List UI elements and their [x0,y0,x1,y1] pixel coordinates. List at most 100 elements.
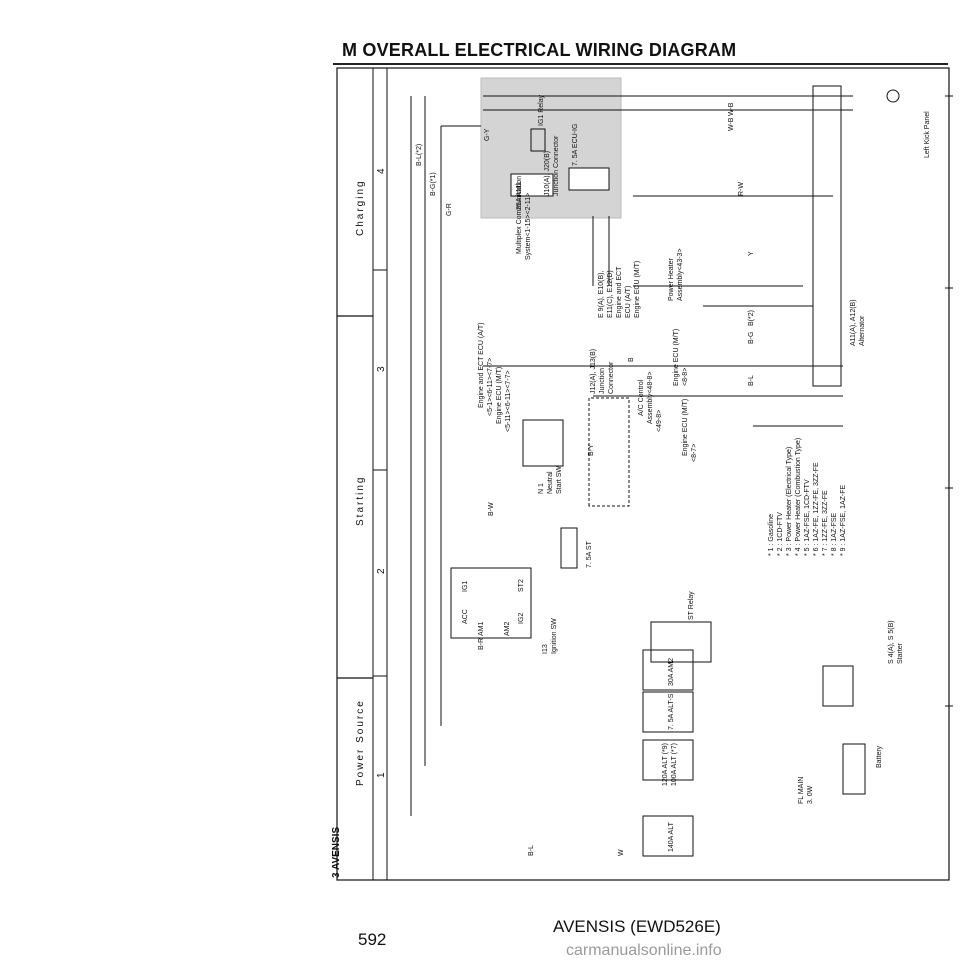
side-page-ref: 3 AVENSIS [331,826,342,878]
note: * 8 : 1AZ-FSE [831,512,838,556]
ignition-sw-label: Ignition SW [551,618,558,654]
note: * 4 : Power Heater (Combustion Type) [795,438,802,556]
wire-label: B-Y [588,444,595,456]
engine-ecu-ref: Engine and ECT [616,266,623,318]
wire-label: B [628,357,635,362]
engine-ect-ecu-ref: <5-1><6-11><7-7> [487,358,494,416]
engine-ecu-mt-ref: <5-11><6-11><7-7> [505,370,512,432]
engine-ecu-mt3-label: Engine ECU (M/T) [682,399,689,456]
fuse-am2 [642,649,694,691]
outer-frame [336,67,950,881]
fuse-st [560,527,578,569]
fuse-alt-s-label: 7. 5A ALT-S [668,693,675,730]
alternator-block [812,85,842,387]
junction-j10-sub: Junction Connector [553,135,560,196]
note: * 2 : 1CD-FTV [777,512,784,556]
engine-ecu-ref: Engine ECU (M/T) [634,261,641,318]
engine-ecu-ref: ECU (A/T) [625,286,632,318]
engine-ecu-mt3-ref: <8-7> [691,444,698,462]
junction-j12-block [588,397,630,507]
junction-j10-label: J10(A), J20(B) [544,151,551,196]
junction-j12-label: Junction [599,368,606,394]
alternator-ref: A11(A), A12(B) [850,299,857,346]
page-title: M OVERALL ELECTRICAL WIRING DIAGRAM [342,40,737,60]
note: * 1 : Gasoline [768,514,775,556]
power-heater-label: Power Heater [668,258,675,301]
fuse-am1-box [510,173,554,197]
starter-label: Starter [897,642,904,664]
fuse-st-label: 7. 5A ST [586,540,593,568]
ign-ig2: IG2 [518,613,525,624]
fuse-am1-label: 25A AM1 [516,182,523,210]
ign-ig1: IG1 [462,581,469,592]
alternator-label: Alternator [859,315,866,346]
footnotes: * 1 : Gasoline * 2 : 1CD-FTV * 3 : Power… [768,438,847,556]
footer-title: AVENSIS (EWD526E) [553,917,721,936]
ac-control-ref: Assembly<48-8> [647,371,654,424]
neutral-sw-ref: N 1 [538,483,545,494]
neutral-sw-label: Start SW [556,466,563,494]
page-number: 592 [358,930,387,949]
wire-label: B-W [488,502,495,516]
engine-ecu-mt2-ref: <8-8> [682,368,689,386]
fuse-alt [642,739,694,781]
engine-ect-ecu-label: Engine and ECT ECU (A/T) [478,323,485,408]
starter-ref: S 4(A), S 5(B) [888,620,895,664]
engine-ecu-mt2-label: Engine ECU (M/T) [673,329,680,386]
starter-motor [822,665,854,707]
left-kick-panel: Left Kick Panel [924,111,931,158]
multiplex-ref: System<1-15><2-11> [525,193,532,260]
power-heater-ref: Assembly<43-3> [677,248,684,301]
zone-number: 2 [376,568,387,574]
ignition-sw-ref: I13 [542,644,549,654]
ac-control-label: A/C Control [638,379,645,416]
wire-label: W [618,849,625,856]
wire-label: B-G(*1) [430,172,437,196]
junction-j12-label: Connector [608,361,615,394]
fuse-alt-s [642,691,694,733]
note: * 9 : 1AZ-FSE, 1AZ-FE [840,484,847,556]
note: * 7 : 1ZZ-FE, 3ZZ-FE [822,490,829,556]
note: * 6 : 1AZ-FE, 1ZZ-FE, 3ZZ-FE [813,462,820,556]
st-relay [650,621,712,663]
watermark: carmanualsonline.info [566,942,722,959]
wire-label: R-W [738,182,745,196]
engine-ecu-ref: E 9(A), E10(B), [598,270,605,318]
engine-ecu-mt-label: Engine ECU (M/T) [496,367,503,424]
ign-am1: AM1 [478,622,485,637]
section-starting: Starting [355,476,366,526]
note: * 5 : 1AZ-FSE, 1CD-FTV [804,479,811,556]
note: * 3 : Power Heater (Electrical Type) [786,447,793,556]
ig1-relay-box [480,77,622,219]
ignition-switch [450,567,532,639]
wire-label: B-L(*2) [416,144,423,166]
fuse-140a-label: 140A ALT [668,821,675,852]
engine-ecu-ref: E11(C), E12(D) [607,270,614,318]
fuse-am2-label: 30A AM2 [668,658,675,686]
fuse-ecu-ig-box [568,167,610,191]
ac-control-ref: <49-8> [656,410,663,432]
ign-acc: ACC [462,609,469,624]
zone-number: 3 [376,366,387,372]
wiring-diagram: Power Source Starting Charging 1 2 3 4 I… [331,66,953,886]
neutral-start-switch [522,419,564,467]
fuse-ecu-ig-label: 7. 5A ECU-IG [572,124,579,166]
wire-label: B(*2) [748,310,755,326]
wire-label: G-Y [484,128,491,141]
zone-number: 4 [376,168,387,174]
wire-label: B-R [478,638,485,650]
multiplex-label: Multiplex Communication [516,176,523,254]
title-underline [333,63,948,65]
st-relay-label: ST Relay [688,591,695,620]
junction-j12-label: J12(A), J13(B) [590,349,597,394]
fl-main-label: 3. 0W [807,785,814,804]
wire-label: B-G [748,332,755,344]
battery [842,743,866,795]
section-power-source: Power Source [355,699,366,786]
wire-label: W-B [728,117,735,131]
wire-label: B-L [528,845,535,856]
diagram-canvas: Power Source Starting Charging 1 2 3 4 I… [336,67,953,881]
neutral-sw-label: Neutral [547,471,554,494]
fl-main-label: FL MAIN [798,777,805,804]
wire-label: B-L [748,375,755,386]
